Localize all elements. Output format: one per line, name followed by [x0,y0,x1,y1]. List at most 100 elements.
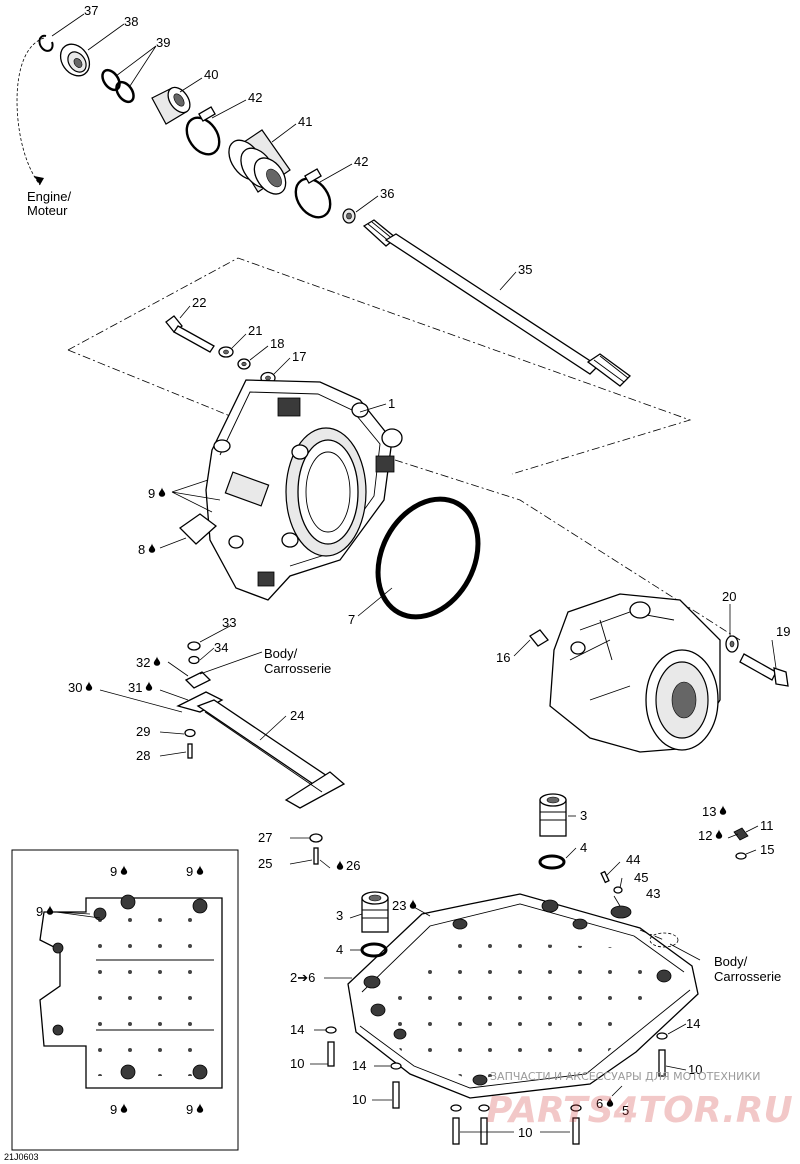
part-22-bolt [165,315,215,353]
part-3-nozzle-left [361,891,389,933]
drop-icon [145,681,153,691]
part-28-29-fasteners [184,728,196,759]
part-43-grommet [600,870,632,919]
part-42-clamp-lower [294,168,332,219]
callout-22: 22 [192,295,206,310]
callout-15: 15 [760,842,774,857]
part-41-boot [228,129,291,195]
callout-4-upper: 4 [580,840,587,855]
assembly-boundary-left [67,349,241,421]
callout-10-right: 10 [688,1062,702,1077]
engine-pointer-line [16,37,45,186]
part-24-support [176,691,346,809]
callout-6: 6 [596,1096,603,1111]
inset-callout-9-top-left: 9 [110,864,117,879]
callout-37: 37 [84,3,98,18]
callout-28: 28 [136,748,150,763]
callout-42-upper: 42 [248,90,262,105]
callout-19: 19 [776,624,790,639]
callout-17: 17 [292,349,306,364]
callout-18: 18 [270,336,284,351]
callout-5: 5 [622,1103,629,1118]
callout-16: 16 [496,650,510,665]
callout-7: 7 [348,612,355,627]
callout-23: 23 [392,898,406,913]
callout-40: 40 [204,67,218,82]
callout-14-right: 14 [686,1016,700,1031]
callout-24: 24 [290,708,304,723]
callout-34: 34 [214,640,228,655]
callout-8: 8 [138,542,145,557]
assembly-axis [394,459,741,641]
callout-10-left: 10 [290,1056,304,1071]
drop-icon [409,899,417,909]
watermark-brand: PARTS4TOR.RU [486,1090,793,1131]
drop-icon [336,860,344,870]
part-36-spacer [342,208,356,224]
pump-housing [549,593,721,753]
drop-icon [719,805,727,815]
drop-icon [153,656,161,666]
part-5-ride-plate [347,893,699,1099]
part-40-bushing [151,86,191,125]
body-note-1-line2: Carrosserie [264,661,331,676]
callout-1: 1 [388,396,395,411]
diagram-code: 21J0603 [4,1152,39,1162]
callout-20: 20 [722,589,736,604]
callout-39: 39 [156,35,170,50]
drop-icon [158,487,166,497]
callout-33: 33 [222,615,236,630]
callout-14-left: 14 [290,1022,304,1037]
part-37-circlip [38,34,54,52]
callout-13: 13 [702,804,716,819]
inset-bottom-view [11,849,239,1151]
body-note-1-line1: Body/ [264,646,298,661]
body-note-2-line1: Body/ [714,954,748,969]
part-4-seal-left [360,942,388,958]
callout-10-mid: 10 [352,1092,366,1107]
callout-42-lower: 42 [354,154,368,169]
callout-45: 45 [634,870,648,885]
part-39-o-rings [101,68,135,104]
part-1-housing [178,379,403,601]
callout-43: 43 [646,886,660,901]
part-19-bolt [739,653,789,687]
callout-9: 9 [148,486,155,501]
drop-icon [148,543,156,553]
part-38-seal [59,43,91,77]
leader-lines [51,13,777,1133]
part-42-clamp-upper [185,106,221,156]
inset-callout-9-bottom-right: 9 [186,1102,193,1117]
callout-3-left: 3 [336,908,343,923]
callout-11: 11 [760,818,774,833]
engine-note-line1: Engine/ [27,189,71,204]
callout-26: 26 [346,858,360,873]
callout-10-bottom: 10 [518,1125,532,1140]
part-20-washer [725,635,739,653]
part-21-washer [218,346,234,358]
inset-callout-9-top-right: 9 [186,864,193,879]
part-25-27-fasteners [309,833,323,865]
callout-labels: 37 38 39 40 42 41 42 36 35 22 21 18 17 1… [36,3,790,1140]
callout-27: 27 [258,830,272,845]
callout-31: 31 [128,680,142,695]
part-35-driveshaft [362,219,631,387]
engine-note-line2: Moteur [27,203,68,218]
body-note-2-line2: Carrosserie [714,969,781,984]
callout-2-to-6: 2➔6 [290,970,315,985]
callout-4-left: 4 [336,942,343,957]
callout-29: 29 [136,724,150,739]
watermark-tagline: ЗАПЧАСТИ И АКСЕССУАРЫ ДЛЯ МОТОТЕХНИКИ [490,1070,760,1083]
callout-12: 12 [698,828,712,843]
callout-41: 41 [298,114,312,129]
drop-icon [715,829,723,839]
part-33-34-fasteners [184,641,212,689]
inset-callout-9-bottom-left: 9 [110,1102,117,1117]
callout-36: 36 [380,186,394,201]
body-link-dash [639,929,665,941]
part-3-nozzle-upper [539,793,567,837]
callout-25: 25 [258,856,272,871]
callout-30: 30 [68,680,82,695]
callout-38: 38 [124,14,138,29]
